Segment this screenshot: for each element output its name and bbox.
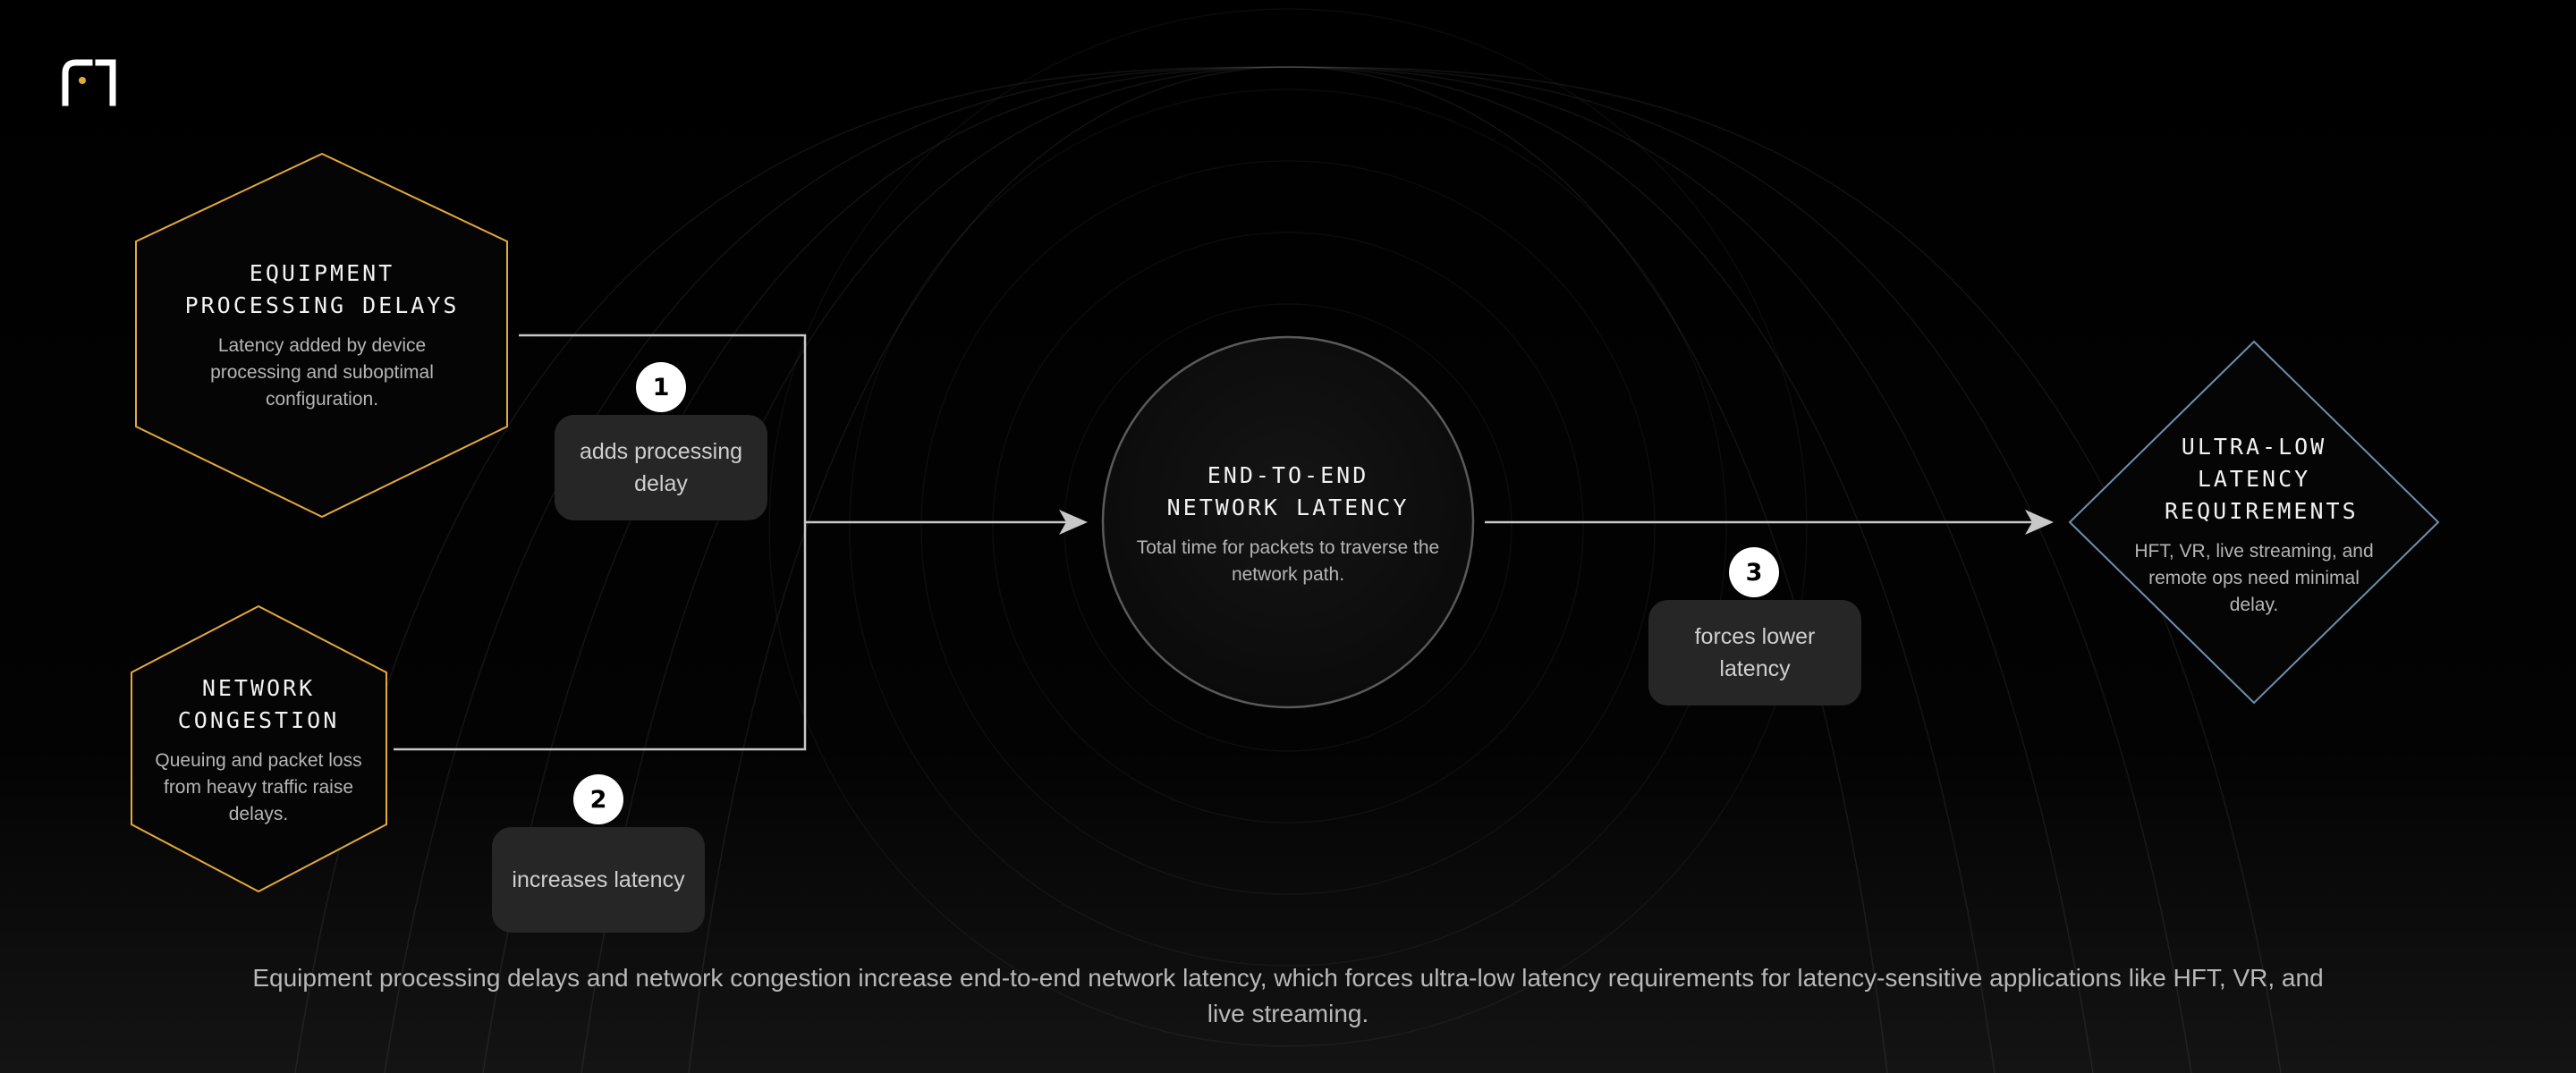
brand-logo-icon: [62, 59, 116, 106]
latency-circle: [1101, 335, 1475, 709]
edge-2-label: increases latency: [492, 827, 705, 933]
requirements-title: ULTRA-LOW LATENCY REQUIREMENTS: [2165, 434, 2359, 524]
diagram-caption: Equipment processing delays and network …: [252, 964, 2324, 1027]
requirements-diamond: [2068, 340, 2440, 705]
edge-3-badge: 3: [1729, 547, 1779, 597]
equipment-description: Latency added by device processing and s…: [210, 335, 434, 410]
congestion-node: NETWORK CONGESTION Queuing and packet lo…: [147, 672, 370, 828]
equipment-hexagon: [135, 152, 508, 519]
congestion-hexagon: [131, 604, 387, 893]
latency-description: Total time for packets to traverse the n…: [1136, 537, 1440, 585]
equipment-title: EQUIPMENT PROCESSING DELAYS: [184, 260, 460, 318]
latency-node: END-TO-END NETWORK LATENCY Total time fo…: [1136, 460, 1440, 588]
arrowhead-to-latency: [1059, 510, 1088, 535]
latency-title: END-TO-END NETWORK LATENCY: [1166, 462, 1410, 520]
requirements-description: HFT, VR, live streaming, and remote ops …: [2134, 541, 2374, 615]
edge-1-label: adds processing delay: [555, 415, 767, 520]
edge-1-badge: 1: [636, 362, 686, 412]
equipment-node: EQUIPMENT PROCESSING DELAYS Latency adde…: [165, 258, 479, 413]
edge-2-badge: 2: [573, 774, 623, 824]
congestion-title: NETWORK CONGESTION: [177, 675, 340, 733]
edge-3-label: forces lower latency: [1648, 600, 1861, 705]
congestion-description: Queuing and packet loss from heavy traff…: [155, 750, 362, 824]
requirements-node: ULTRA-LOW LATENCY REQUIREMENTS HFT, VR, …: [2129, 431, 2379, 619]
connector-equipment-merge: [394, 334, 807, 751]
arrowhead-to-requirements: [2025, 510, 2054, 535]
